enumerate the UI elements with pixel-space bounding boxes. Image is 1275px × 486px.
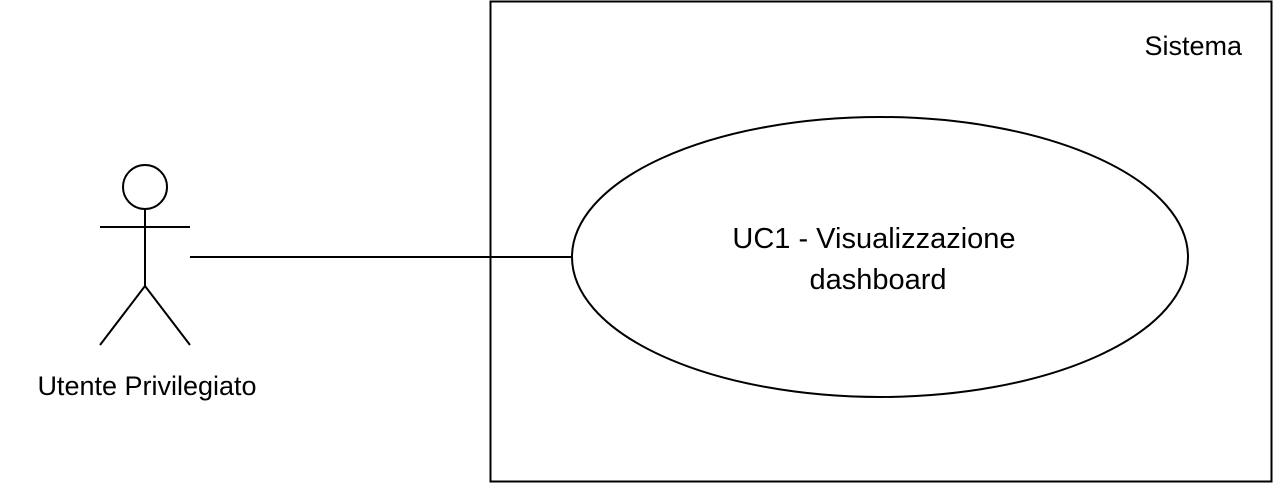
actor-right-leg [144,285,191,346]
use-case-label-line1: UC1 - Visualizzazione [732,223,1015,255]
system-boundary [489,0,1273,483]
use-case-label-line2: dashboard [809,264,946,296]
actor-left-leg [99,285,146,346]
actor-label: Utente Privilegiato [37,371,256,401]
actor-figure [99,164,191,346]
system-label: Sistema [1144,31,1243,61]
use-case-label: UC1 - Visualizzazione dashboard [732,223,1023,296]
use-case-ellipse [571,116,1189,398]
actor-head [122,164,168,210]
